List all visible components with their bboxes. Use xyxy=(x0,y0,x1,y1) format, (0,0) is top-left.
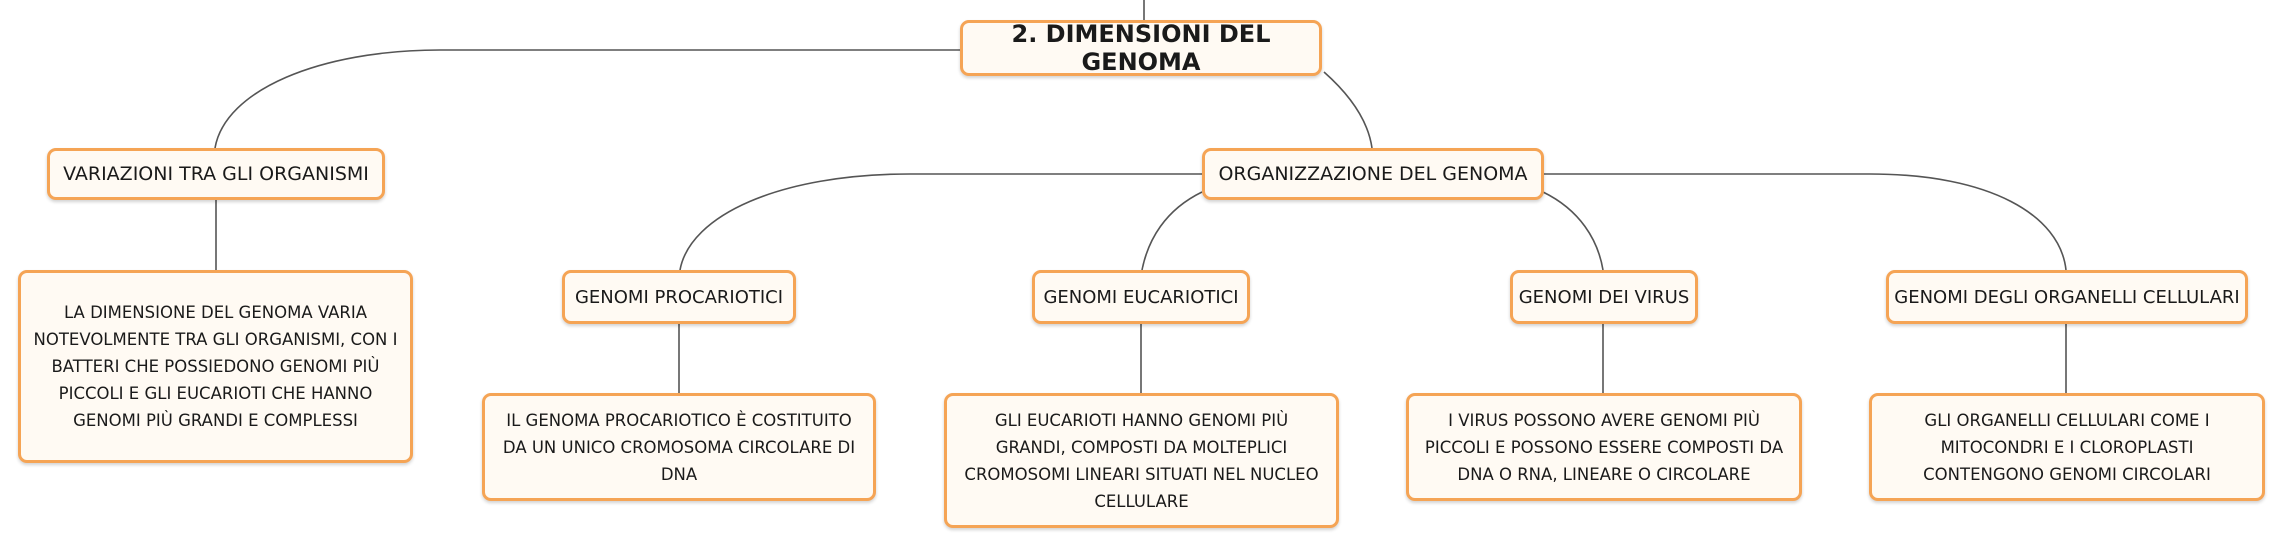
organelli-detail-node[interactable]: GLI ORGANELLI CELLULARI COME I MITOCONDR… xyxy=(1869,393,2265,501)
eucariotici-detail-text: GLI EUCARIOTI HANNO GENOMI PIÙ GRANDI, C… xyxy=(964,410,1319,511)
connector-root-variazioni xyxy=(214,49,960,149)
organelli-node-label: GENOMI DEGLI ORGANELLI CELLULARI xyxy=(1894,286,2240,308)
eucariotici-detail-node[interactable]: GLI EUCARIOTI HANNO GENOMI PIÙ GRANDI, C… xyxy=(944,393,1339,528)
connector-org-organelli xyxy=(1543,173,2067,271)
organizzazione-node-label: ORGANIZZAZIONE DEL GENOMA xyxy=(1218,163,1528,185)
connector-org-virus xyxy=(1542,191,1604,271)
root-node-label: 2. DIMENSIONI DEL GENOMA xyxy=(1011,20,1271,76)
procariotici-node[interactable]: GENOMI PROCARIOTICI xyxy=(562,270,796,324)
variazioni-detail-node[interactable]: LA DIMENSIONE DEL GENOMA VARIA NOTEVOLME… xyxy=(18,270,413,463)
eucariotici-node-label: GENOMI EUCARIOTICI xyxy=(1043,286,1239,308)
eucariotici-node[interactable]: GENOMI EUCARIOTICI xyxy=(1032,270,1250,324)
connector-root-organizzazione xyxy=(1323,71,1373,149)
organizzazione-node[interactable]: ORGANIZZAZIONE DEL GENOMA xyxy=(1202,148,1544,200)
virus-detail-text: I VIRUS POSSONO AVERE GENOMI PIÙ PICCOLI… xyxy=(1424,410,1784,484)
procariotici-node-label: GENOMI PROCARIOTICI xyxy=(574,286,784,308)
variazioni-detail-text: LA DIMENSIONE DEL GENOMA VARIA NOTEVOLME… xyxy=(33,303,398,430)
root-node[interactable]: 2. DIMENSIONI DEL GENOMA xyxy=(960,20,1322,76)
virus-detail-node[interactable]: I VIRUS POSSONO AVERE GENOMI PIÙ PICCOLI… xyxy=(1406,393,1802,501)
procariotici-detail-node[interactable]: IL GENOMA PROCARIOTICO È COSTITUITO DA U… xyxy=(482,393,876,501)
variazioni-node[interactable]: VARIAZIONI TRA GLI ORGANISMI xyxy=(47,148,385,200)
organelli-node[interactable]: GENOMI DEGLI ORGANELLI CELLULARI xyxy=(1886,270,2248,324)
variazioni-node-label: VARIAZIONI TRA GLI ORGANISMI xyxy=(63,163,369,185)
connector-org-procariotici xyxy=(679,173,1202,271)
procariotici-detail-text: IL GENOMA PROCARIOTICO È COSTITUITO DA U… xyxy=(502,410,856,484)
organelli-detail-text: GLI ORGANELLI CELLULARI COME I MITOCONDR… xyxy=(1923,410,2211,484)
virus-node[interactable]: GENOMI DEI VIRUS xyxy=(1510,270,1698,324)
connector-org-eucariotici xyxy=(1141,191,1203,271)
virus-node-label: GENOMI DEI VIRUS xyxy=(1518,286,1690,308)
